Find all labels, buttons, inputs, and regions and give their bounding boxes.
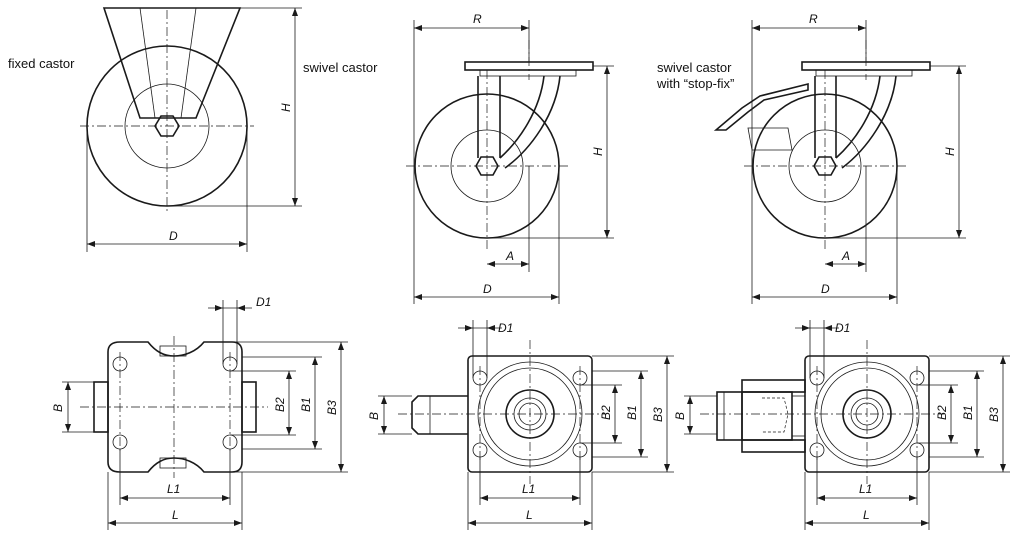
dim-H-stopfix: H [943,147,957,156]
dim-B2-fixed: B2 [273,397,287,412]
dim-R-swivel: R [473,12,482,26]
dim-D1-fixed: D1 [256,295,271,309]
fixed-castor-side-view [80,7,302,252]
dim-L-stopfix: L [863,508,870,522]
dim-H-fixed: H [279,103,293,112]
dim-D-fixed: D [169,229,178,243]
dim-A-swivel: A [505,249,514,263]
dim-D-stopfix: D [821,282,830,296]
dim-R-stopfix: R [809,12,818,26]
dim-B-swivel: B [367,412,381,420]
dim-B2-swivel: B2 [599,405,613,420]
fixed-castor-top-view [62,300,348,530]
dim-B-fixed: B [51,404,65,412]
stopfix-castor-side-view [713,20,966,304]
swivel-castor-top-view [378,320,674,530]
dim-L-fixed: L [172,508,179,522]
swivel-castor-label: swivel castor [303,60,378,75]
dim-L1-stopfix: L1 [859,482,872,496]
dim-H-swivel: H [591,147,605,156]
dim-B-stopfix: B [673,412,687,420]
dim-B1-fixed: B1 [299,397,313,412]
dim-D-swivel: D [483,282,492,296]
stopfix-castor-label-line2: with “stop-fix” [656,76,734,91]
stopfix-castor-top-view [684,320,1010,530]
swivel-castor-side-view [406,20,614,304]
dim-A-stopfix: A [841,249,850,263]
dim-L1-fixed: L1 [167,482,180,496]
dim-D1-stopfix: D1 [835,321,850,335]
dim-L-swivel: L [526,508,533,522]
dim-D1-swivel: D1 [498,321,513,335]
dim-B1-swivel: B1 [625,405,639,420]
dim-B3-fixed: B3 [325,400,339,415]
dim-L1-swivel: L1 [522,482,535,496]
dim-B1-stopfix: B1 [961,405,975,420]
dim-B3-swivel: B3 [651,407,665,422]
dim-B3-stopfix: B3 [987,407,1001,422]
stopfix-castor-label-line1: swivel castor [657,60,732,75]
dim-B2-stopfix: B2 [935,405,949,420]
fixed-castor-label: fixed castor [8,56,75,71]
